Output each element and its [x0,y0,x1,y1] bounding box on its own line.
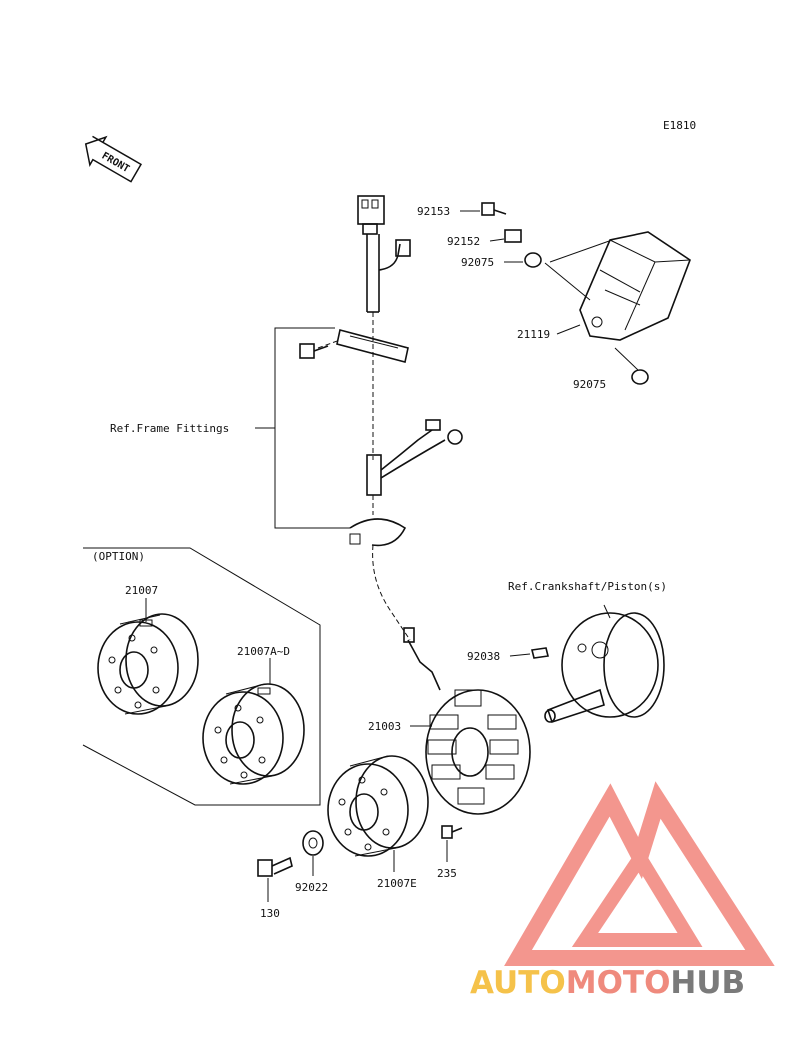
option-box [82,547,321,806]
rotor-21007 [97,613,199,715]
collar-92152 [504,229,522,243]
crankshaft [544,612,665,724]
bolt-130 [257,856,293,877]
bolt-icon [299,343,329,359]
leader-lines [145,210,581,902]
option-label: (OPTION) [92,550,145,563]
watermark-text: AUTOMOTOHUB [470,965,745,1001]
washer-92022 [302,830,324,856]
ground-wire [366,419,463,515]
frame-fittings-bracket [255,327,350,529]
grommet-92075-bottom [631,369,649,385]
rotor-21007a-d [202,683,305,785]
watermark-moto: MOTO [566,965,671,1001]
wire-clamp [349,518,407,547]
watermark-auto: AUTO [470,965,566,1001]
part-92022: 92022 [295,881,328,894]
watermark-logo-icon [504,781,775,966]
rotor-21007e [327,755,429,857]
part-92153: 92153 [417,205,450,218]
part-92038: 92038 [467,650,500,663]
grommet-92075-top [524,252,542,268]
part-235: 235 [437,867,457,880]
diagram-code: E1810 [663,119,696,132]
part-92075-bottom: 92075 [573,378,606,391]
front-arrow-icon: FRONT [84,135,143,183]
part-130: 130 [260,907,280,920]
ref-frame-fittings: Ref.Frame Fittings [110,422,229,435]
bolt-235 [441,825,463,839]
part-92152: 92152 [447,235,480,248]
part-21007: 21007 [125,584,158,597]
bracket-plate [317,329,409,363]
part-21007a-d: 21007A~D [237,645,290,658]
harness-connector [357,195,411,460]
regulator [579,231,691,341]
ref-crankshaft: Ref.Crankshaft/Piston(s) [508,580,667,593]
part-21003: 21003 [368,720,401,733]
part-92075-top: 92075 [461,256,494,269]
part-21119: 21119 [517,328,550,341]
key-92038 [531,647,549,659]
stator [403,627,531,815]
bolt-92153 [481,202,507,216]
part-21007e: 21007E [377,877,417,890]
watermark-hub: HUB [670,965,745,1001]
